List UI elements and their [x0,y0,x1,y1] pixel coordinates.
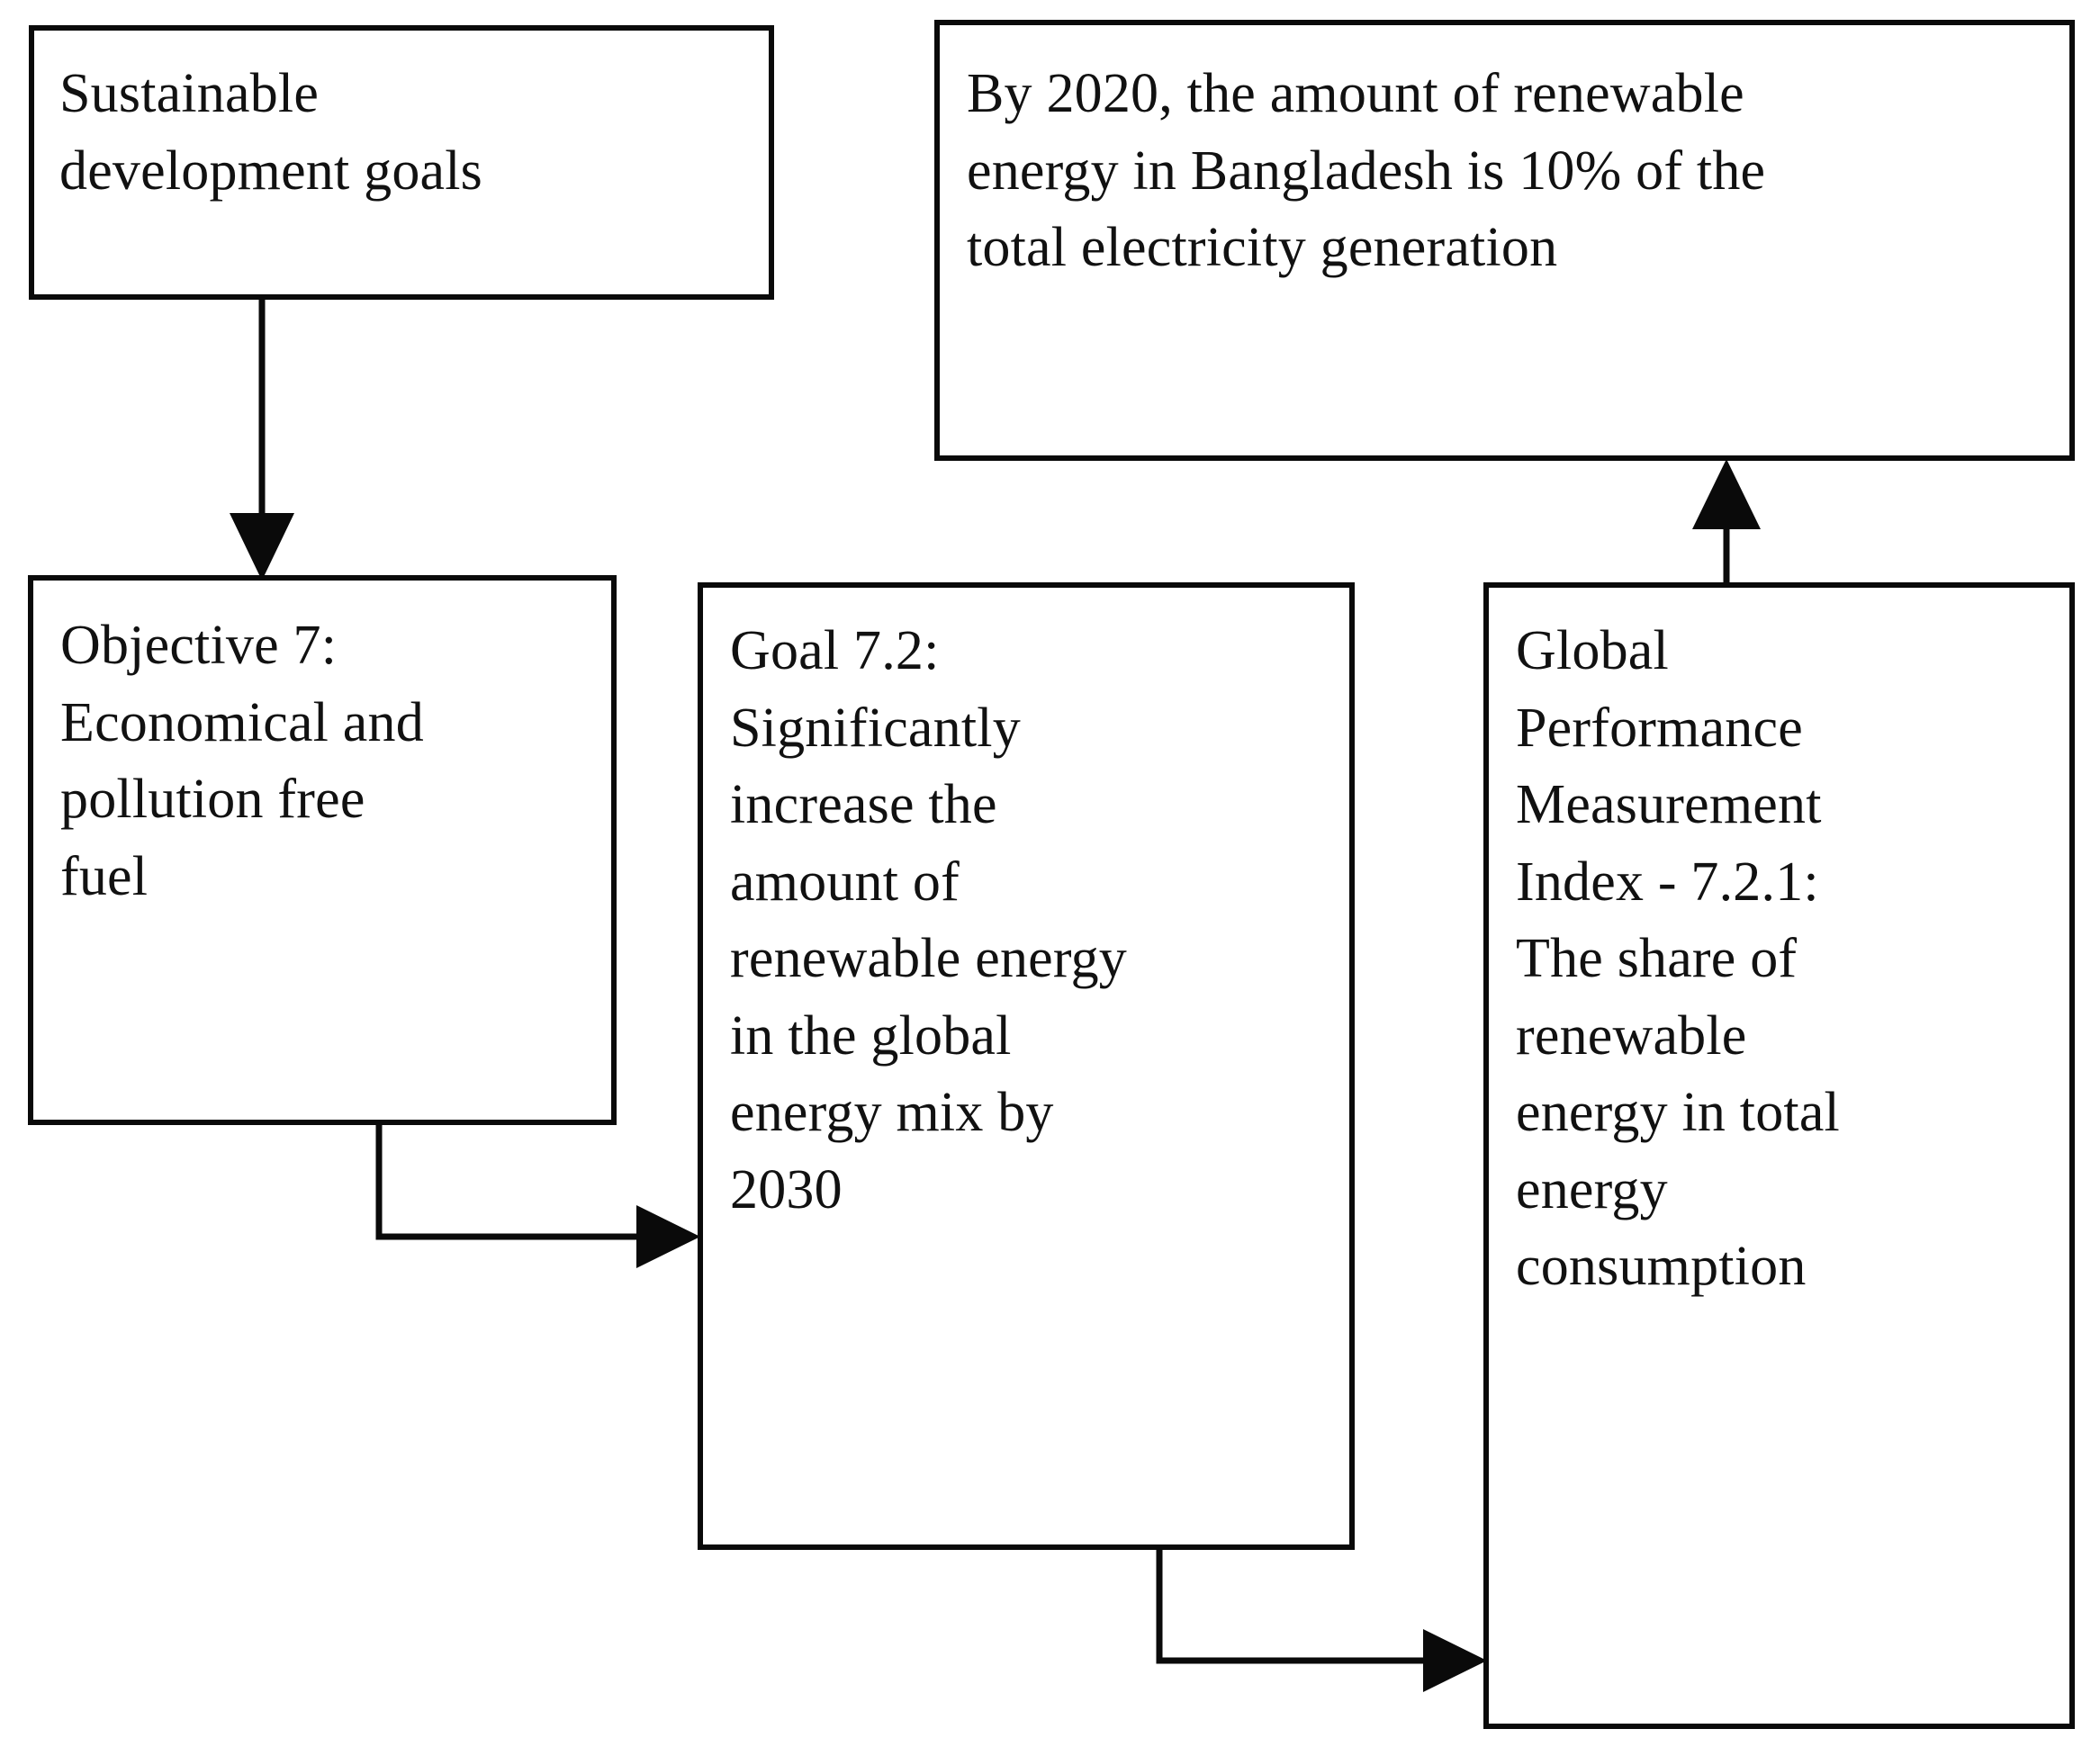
node-objective-7[interactable]: Objective 7: Economical and pollution fr… [28,575,617,1125]
node-objective-7-label: Objective 7: Economical and pollution fr… [60,615,424,907]
edge-gpmi-to-by2020 [1692,459,1761,582]
edge-sdg-to-objective7 [230,300,294,581]
node-global-performance-measurement-index[interactable]: Global Performance Measurement Index - 7… [1483,582,2075,1729]
node-by-2020-renewable-target-label: By 2020, the amount of renewable energy … [967,63,1766,279]
node-goal-7-2[interactable]: Goal 7.2: Significantly increase the amo… [698,582,1355,1550]
edge-goal72-to-gpmi [1156,1550,1487,1692]
node-sustainable-development-goals[interactable]: Sustainable development goals [29,25,774,300]
edge-objective7-to-goal72 [375,1125,700,1268]
node-global-performance-measurement-index-label: Global Performance Measurement Index - 7… [1516,620,1840,1298]
node-by-2020-renewable-target[interactable]: By 2020, the amount of renewable energy … [934,20,2075,461]
node-sustainable-development-goals-label: Sustainable development goals [59,63,483,202]
node-goal-7-2-label: Goal 7.2: Significantly increase the amo… [730,620,1127,1220]
